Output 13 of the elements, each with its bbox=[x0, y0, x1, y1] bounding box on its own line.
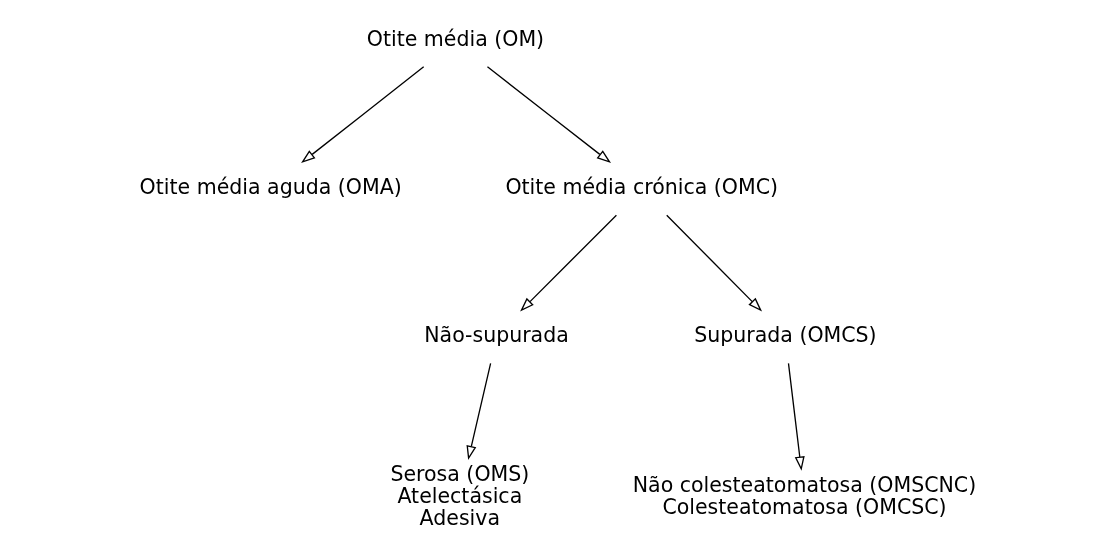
node-text: Não colesteatomatosa (OMSCNC) Colesteatomatosa (OMCSC) bbox=[632, 472, 977, 519]
arrow bbox=[787, 362, 805, 471]
node-text: Supurada (OMCS) bbox=[694, 323, 877, 348]
arrow bbox=[301, 66, 425, 164]
arrow bbox=[466, 362, 492, 461]
arrow bbox=[666, 214, 763, 312]
arrow bbox=[520, 214, 618, 312]
node-text: Otite média aguda (OMA) bbox=[139, 174, 402, 199]
node-text: Otite média crónica (OMC) bbox=[505, 174, 778, 199]
arrow bbox=[486, 66, 612, 164]
node-text: Serosa (OMS) Atelectásica Adesiva bbox=[390, 461, 530, 530]
node-text: Não-supurada bbox=[424, 323, 569, 348]
node-text: Otite média (OM) bbox=[366, 26, 545, 51]
